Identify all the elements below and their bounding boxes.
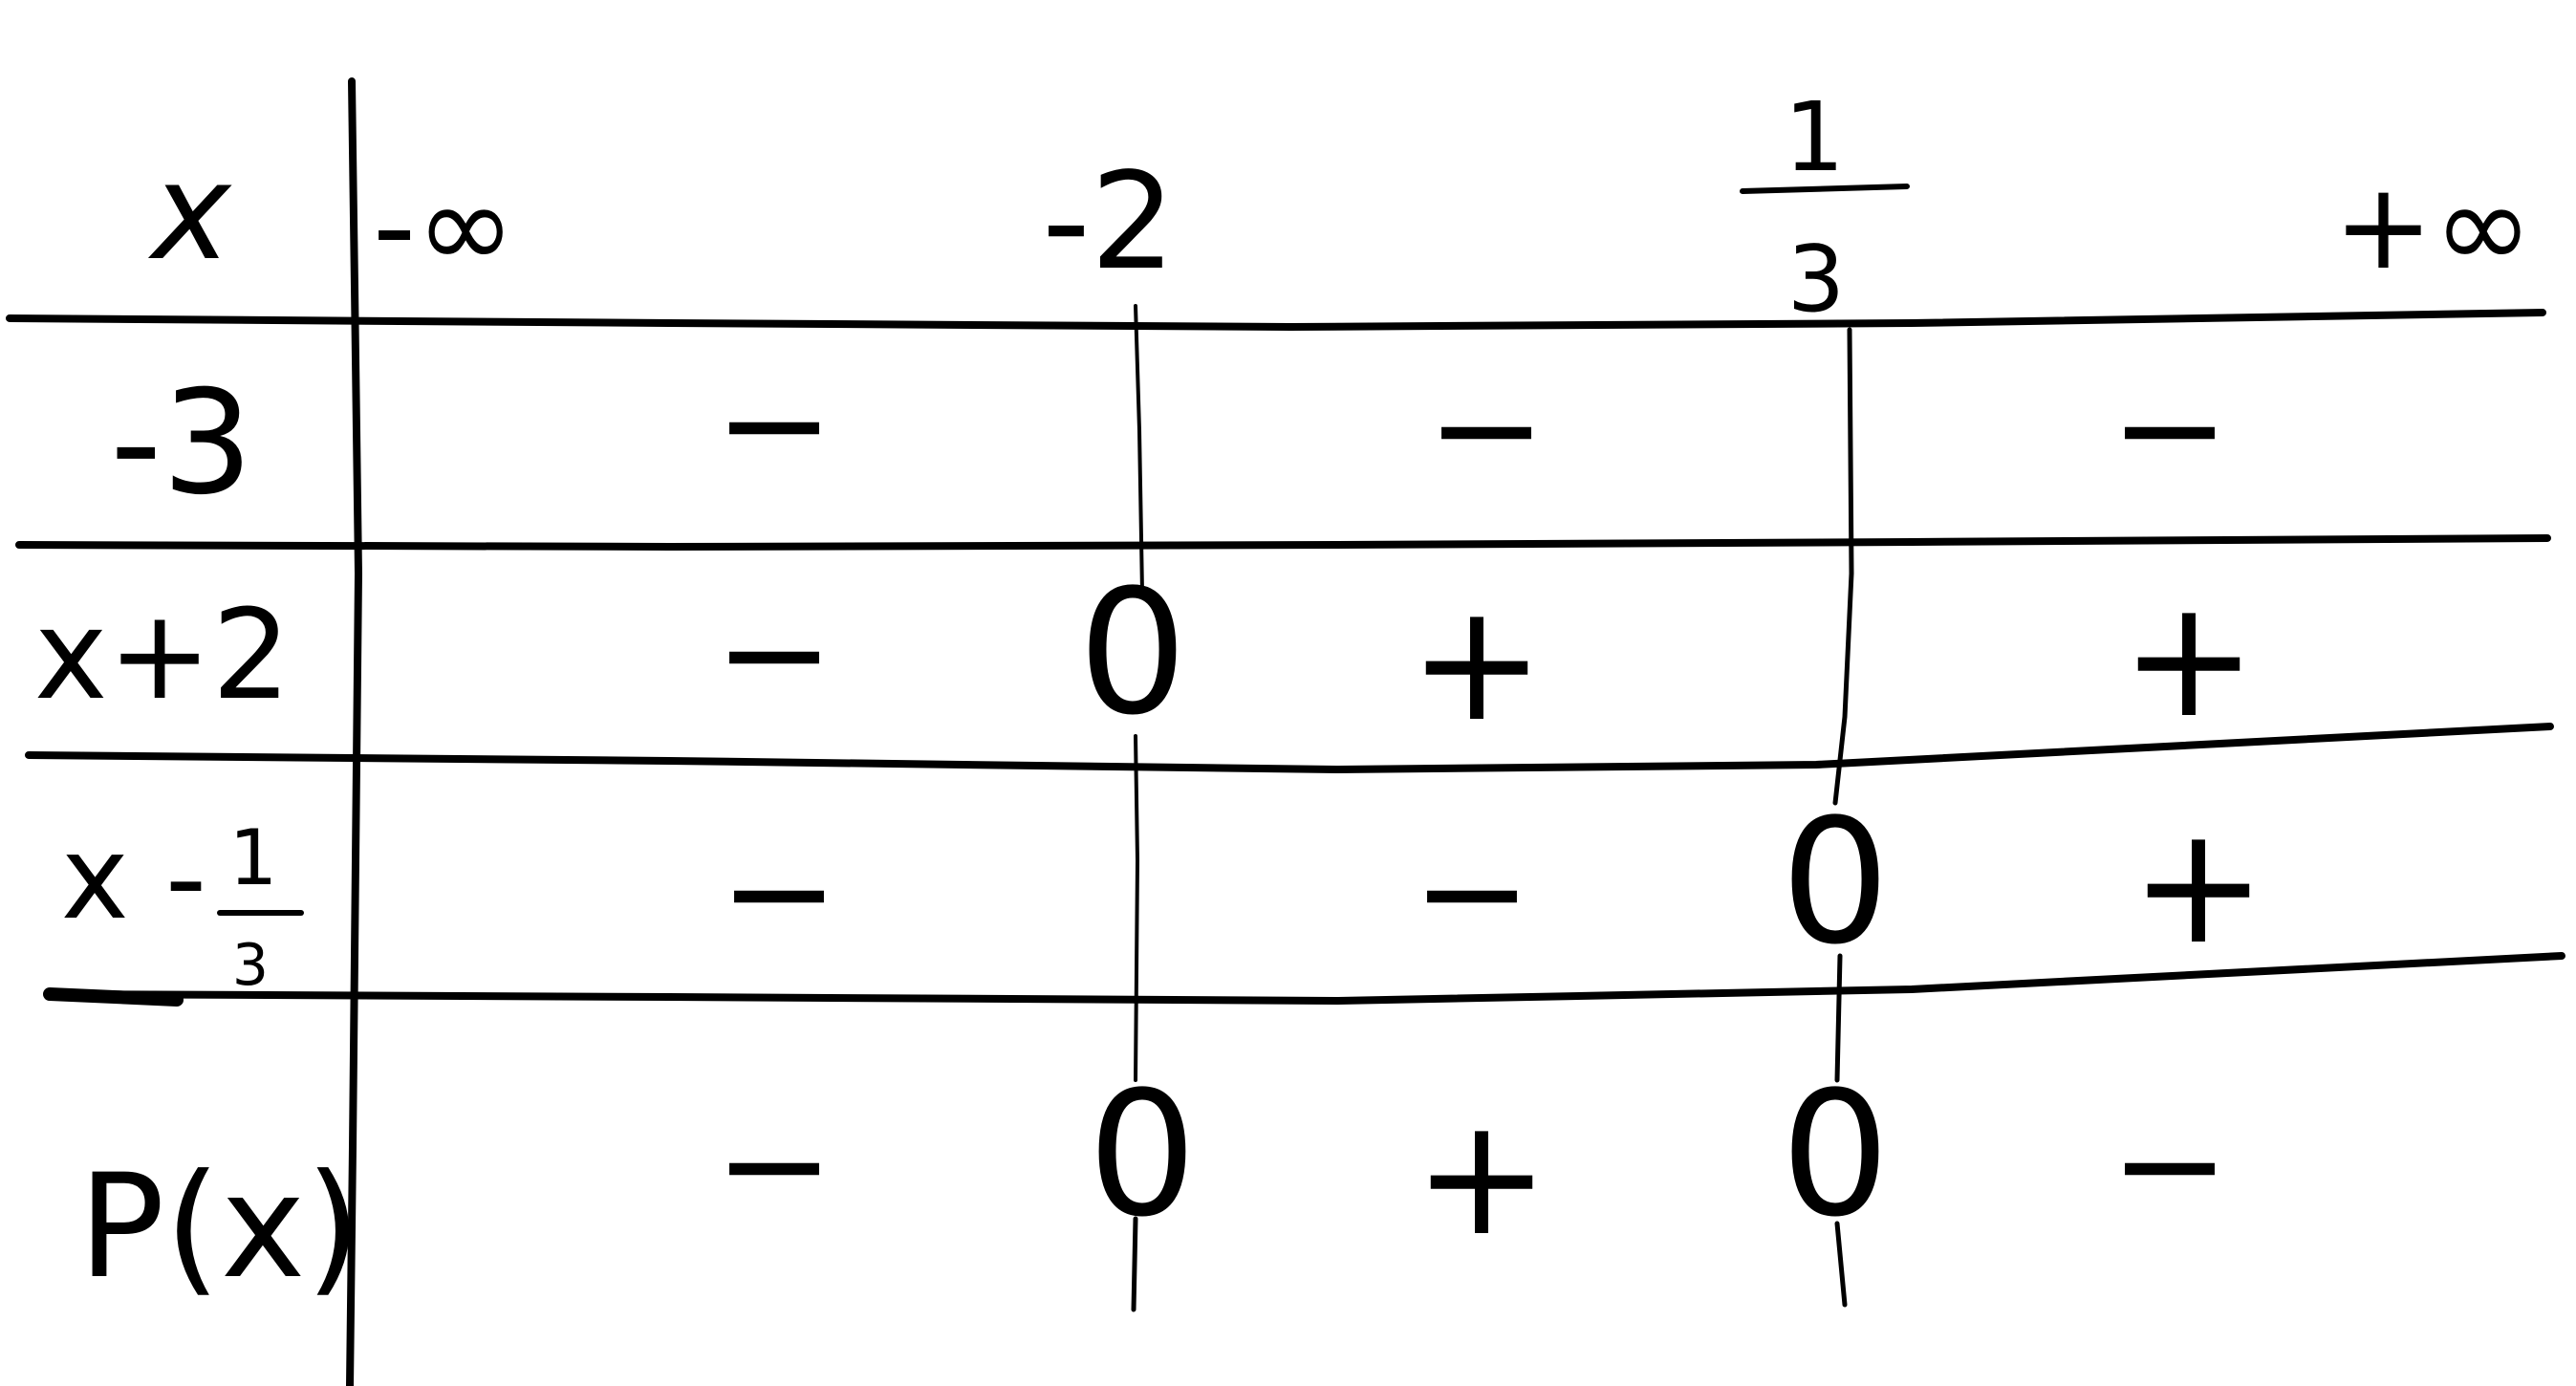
row-rule-line-3 — [49, 952, 2565, 1005]
sign-cell: + — [2131, 791, 2266, 981]
fraction-bar — [1740, 184, 1910, 194]
header-critical-minus-2: -2 — [1042, 144, 1176, 300]
header-row: x -∞ -2 1 3 +∞ — [148, 81, 2533, 333]
guide-line-minus-2-a — [1134, 304, 1144, 595]
header-rule-line — [6, 309, 2546, 331]
guide-line-one-third-c — [1834, 1221, 1848, 1308]
row-label-numerator: 1 — [229, 813, 278, 902]
sign-cell: − — [1426, 346, 1547, 512]
row-label: -3 — [110, 360, 253, 527]
row-label: x+2 — [34, 582, 292, 727]
guide-line-one-third-a — [1832, 327, 1854, 806]
header-bound-left: -∞ — [373, 158, 515, 296]
zero-mark: 0 — [1078, 553, 1188, 753]
row-rule-line-1 — [15, 534, 2551, 551]
guide-line-minus-2-b — [1134, 734, 1139, 1082]
guide-line-one-third-b — [1834, 953, 1843, 1083]
row-x-minus-one-third: x - 1 3 − − 0 + — [61, 783, 2266, 999]
row-minus-3: -3 − − − — [110, 341, 2230, 527]
sign-cell: + — [1414, 1083, 1549, 1272]
row-x-plus-2: x+2 − 0 + + — [34, 553, 2258, 758]
header-bound-right: +∞ — [2333, 158, 2533, 296]
row-label-denominator: 3 — [232, 932, 269, 999]
critical-point-guides — [1131, 304, 1854, 1312]
row-label-prefix: x - — [61, 812, 206, 945]
row-rule-line-2 — [25, 723, 2554, 773]
label-underline-mark — [43, 987, 184, 1007]
sign-cell: − — [2110, 1082, 2230, 1248]
sign-cell: + — [1409, 569, 1545, 758]
sign-cell: − — [714, 571, 834, 737]
sign-cell: + — [2121, 565, 2257, 754]
variable-label: x — [148, 135, 233, 291]
zero-mark: 0 — [1088, 1055, 1198, 1255]
guide-line-minus-2-c — [1131, 1216, 1138, 1312]
row-label: P(x) — [78, 1144, 361, 1310]
sign-cell: − — [719, 810, 839, 976]
left-divider-line — [346, 77, 362, 1386]
sign-cell: − — [714, 1082, 834, 1248]
sign-cell: − — [714, 341, 834, 508]
zero-mark: 0 — [1781, 1055, 1891, 1255]
sign-cell: − — [2110, 346, 2230, 512]
zero-mark: 0 — [1781, 783, 1891, 983]
row-p-of-x: P(x) − 0 + 0 − — [78, 1055, 2230, 1310]
header-critical-one-third-numerator: 1 — [1784, 81, 1845, 193]
table-grid — [6, 77, 2565, 1386]
header-critical-one-third-denominator: 3 — [1787, 227, 1845, 333]
sign-cell: − — [1412, 810, 1532, 976]
